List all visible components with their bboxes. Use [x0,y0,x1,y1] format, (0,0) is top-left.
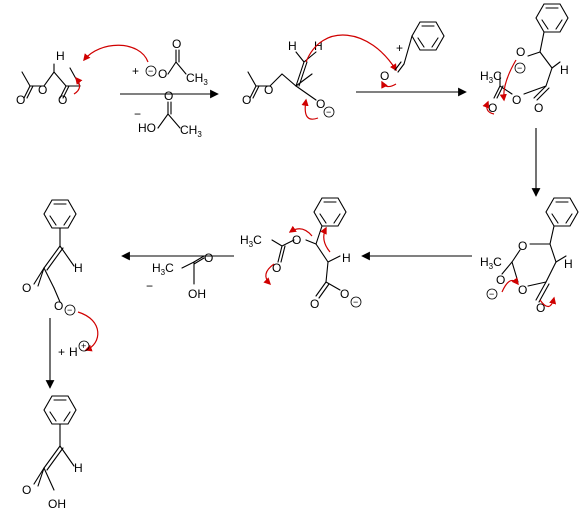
negative-charge-circle [514,62,526,74]
acetoxy-carboxylate: O H3C O H O O − [240,197,362,311]
benzene-ring [43,395,77,425]
negative-charge-circle [323,106,335,118]
charge-label: − [326,107,331,117]
atom-label: O [22,483,31,497]
cinnamic-acid: H O OH [22,395,83,511]
atom-label: H [314,39,323,53]
atom-label: H [74,261,83,275]
benzene-ring [535,3,569,33]
atom-label: O [164,89,173,103]
atom-label: H [56,49,65,63]
atom-label: O [242,93,251,107]
cinnamate-anion: H O O − +H + [22,199,99,359]
atom-label: O [316,97,325,111]
atom-label: O [22,281,31,295]
atom-label: O [54,299,63,313]
minus-sign: − [146,279,153,293]
plus-sign: + [132,64,139,78]
atom-label: OH [48,497,66,511]
acetic-acid-byproduct-2: H3C O OH − [146,251,213,301]
atom-label: O [16,93,25,107]
atom-label: CH3 [186,71,208,87]
benzene-ring [43,199,77,229]
enolate-intermediate: O O H H O − [242,34,397,120]
atom-label: H [564,257,573,271]
atom-label: O [518,239,527,253]
charge-label: − [353,297,358,307]
atom-label: O [172,37,181,51]
alkoxide-adduct: O − H O O O H3C [480,3,569,115]
charge-label: − [67,305,72,315]
atom-label: O [292,233,301,247]
charge-label: + [81,341,86,351]
atom-label: H [74,461,83,475]
benzene-ring [313,197,347,227]
atom-label: H [342,251,351,265]
atom-label: O [496,273,505,287]
atom-label: H [560,63,569,77]
atom-label: O [158,67,167,81]
charge-label: − [489,289,494,299]
charge-label: − [517,63,522,73]
atom-label: OH [188,287,206,301]
negative-charge-circle [64,304,76,316]
benzene-ring [545,197,579,227]
atom-label: O [534,101,543,115]
acetic-anhydride: O O O H [16,49,83,107]
atom-label: H3C [480,255,502,271]
atom-label: O [512,93,521,107]
atom-label: O [58,93,67,107]
atom-label: +H [58,345,78,359]
negative-charge-circle [145,65,157,77]
atom-label: H3C [480,69,502,85]
atom-label: O [380,69,389,83]
minus-sign: − [134,107,141,121]
plus-sign: + [396,41,403,55]
positive-charge-circle [78,340,90,352]
atom-label: H3C [240,233,262,249]
atom-label: O [518,283,527,297]
atom-label: CH3 [180,123,202,139]
atom-label: HO [138,121,156,135]
benzaldehyde-reagent: + O [380,21,445,89]
atom-label: O [488,101,497,115]
negative-charge-circle [350,296,362,308]
charge-label: − [148,66,153,76]
atom-label: O [272,261,281,275]
acetic-acid-byproduct-1: − HO O CH3 [134,89,202,139]
negative-charge-circle [486,288,498,300]
atom-label: O [204,251,213,265]
atom-label: O [310,297,319,311]
cyclic-intermediate: O H O O O − H3C [480,197,579,315]
atom-label: O [38,83,47,97]
atom-label: O [340,287,349,301]
acetate-reagent: + − O O CH3 [83,37,208,87]
atom-label: O [264,83,273,97]
atom-label: H3C [152,261,174,277]
atom-label: O [516,45,525,59]
atom-label: O [536,301,545,315]
atom-label: H [288,39,297,53]
